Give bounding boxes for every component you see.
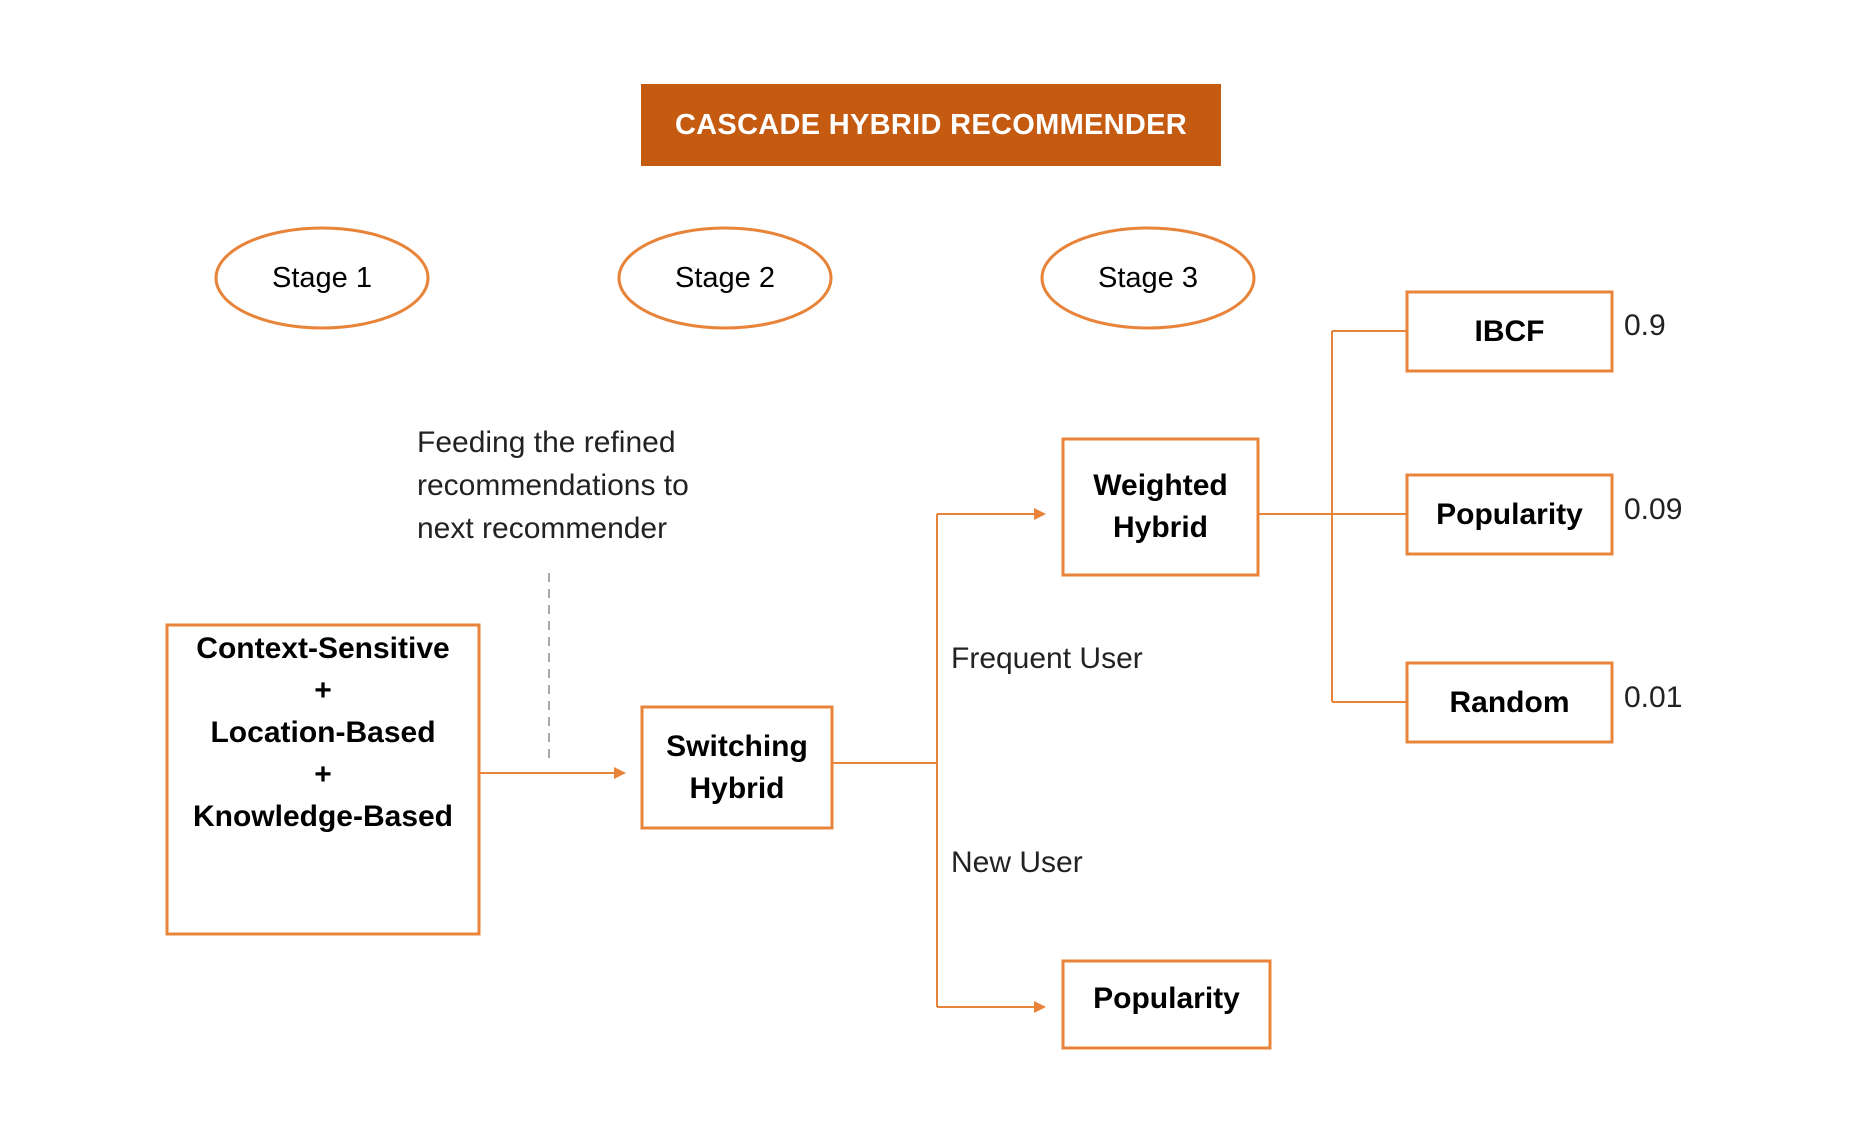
stage-2-ellipse (617, 226, 833, 330)
title-banner-bg (641, 84, 1221, 166)
title-banner: CASCADE HYBRID RECOMMENDER (641, 84, 1221, 166)
random-box-border (1405, 661, 1614, 744)
new-user-popularity-box: Popularity (1063, 961, 1270, 1036)
popularity-label: Popularity (1436, 497, 1583, 531)
stage-1-label: Stage 1 (272, 261, 372, 294)
new-user-label: New User (951, 846, 1083, 879)
random-label: Random (1449, 685, 1570, 719)
popularity-weight: 0.09 (1624, 493, 1683, 526)
ibcf-label: IBCF (1474, 314, 1545, 348)
ibcf-box: IBCF (1407, 292, 1612, 371)
random-box: Random (1407, 663, 1612, 742)
title-text: CASCADE HYBRID RECOMMENDER (674, 108, 1188, 141)
switching-box-border (640, 705, 834, 830)
stage1-line: + (314, 757, 332, 791)
note-line: next recommender (417, 512, 668, 545)
weighted-line: Weighted (1093, 469, 1228, 502)
stage-3-label-wrap: Stage 3 (1042, 228, 1254, 328)
note-line: recommendations to (417, 469, 689, 502)
random-weight: 0.01 (1624, 681, 1683, 714)
ibcf-weight: 0.9 (1624, 309, 1666, 342)
stage-3-label: Stage 3 (1098, 261, 1198, 294)
new-popularity-box-border (1061, 959, 1272, 1050)
stage-2-label-wrap: Stage 2 (619, 228, 831, 328)
stage-1-ellipse (214, 226, 430, 330)
popularity-box-border (1405, 473, 1614, 556)
ibcf-box-border (1405, 290, 1614, 373)
stage1-line: Context-Sensitive (196, 631, 450, 665)
weighted-line: Hybrid (1112, 511, 1208, 544)
stage1-line: + (314, 673, 332, 707)
switching-line: Hybrid (689, 771, 785, 805)
weighted-box-border (1061, 437, 1260, 577)
stage1-recommender-box: Context-Sensitive + Location-Based + Kno… (167, 625, 479, 840)
switching-line: Switching (666, 729, 808, 763)
switching-hybrid-box: Switching Hybrid (642, 707, 832, 828)
stage-2-label: Stage 2 (675, 261, 775, 294)
new-user-popularity-label: Popularity (1093, 981, 1240, 1015)
stage-1-label-wrap: Stage 1 (216, 228, 428, 328)
feeding-note: Feeding the refined recommendations to n… (417, 421, 689, 550)
stage1-box-border (165, 623, 481, 936)
stage1-line: Location-Based (210, 715, 436, 749)
stage1-line: Knowledge-Based (192, 799, 454, 833)
stage-3-ellipse (1040, 226, 1256, 330)
frequent-user-label: Frequent User (951, 642, 1143, 675)
note-line: Feeding the refined (417, 426, 676, 459)
popularity-box: Popularity (1407, 475, 1612, 554)
weighted-hybrid-box: Weighted Hybrid (1063, 439, 1258, 575)
